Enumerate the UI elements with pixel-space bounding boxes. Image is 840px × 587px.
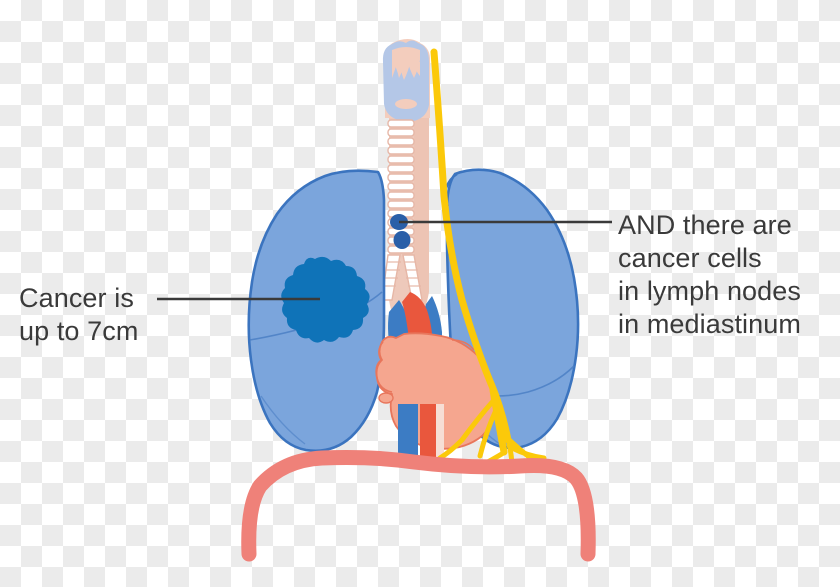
heart-auricle-left bbox=[375, 341, 393, 393]
vocal-opening bbox=[395, 99, 417, 109]
descending-aorta bbox=[420, 404, 436, 466]
lung-tumour bbox=[281, 256, 370, 343]
lymph-callout-line-1: AND there are bbox=[618, 210, 792, 240]
heart-auricle-right bbox=[451, 339, 475, 351]
airway-group bbox=[381, 39, 431, 330]
lymph-node-callout: AND there are cancer cells in lymph node… bbox=[618, 209, 801, 341]
oesophagus-strip bbox=[436, 404, 444, 466]
larynx-notch bbox=[392, 47, 420, 78]
tumour-size-callout: Cancer is up to 7cm bbox=[19, 282, 138, 348]
lymph-callout-line-2: cancer cells bbox=[618, 243, 762, 273]
bronchi-rings bbox=[384, 261, 421, 287]
diaphragm bbox=[241, 450, 596, 562]
thyroid-cartilage bbox=[382, 40, 429, 122]
inferior-vena-cava bbox=[398, 404, 418, 466]
vagus-branch-6 bbox=[509, 445, 547, 461]
trachea-rings bbox=[387, 119, 415, 254]
vagus-nerve bbox=[430, 48, 512, 456]
heart-and-vessels bbox=[375, 292, 497, 466]
heart-nodule bbox=[378, 392, 394, 404]
vagus-branch-1 bbox=[437, 397, 497, 461]
lymph-node-lower bbox=[393, 231, 411, 249]
vagus-branch-2 bbox=[477, 407, 499, 459]
lymph-callout-line-4: in mediastinum bbox=[618, 309, 801, 339]
tumour-callout-line-1: Cancer is bbox=[19, 283, 134, 313]
vagus-nerve-branch-main bbox=[489, 386, 508, 456]
tumour-mass bbox=[281, 256, 370, 343]
left-lung-inner-edge bbox=[260, 395, 306, 445]
tumour-callout-line-2: up to 7cm bbox=[19, 316, 139, 346]
lymph-callout-line-3: in lymph nodes bbox=[618, 276, 802, 306]
